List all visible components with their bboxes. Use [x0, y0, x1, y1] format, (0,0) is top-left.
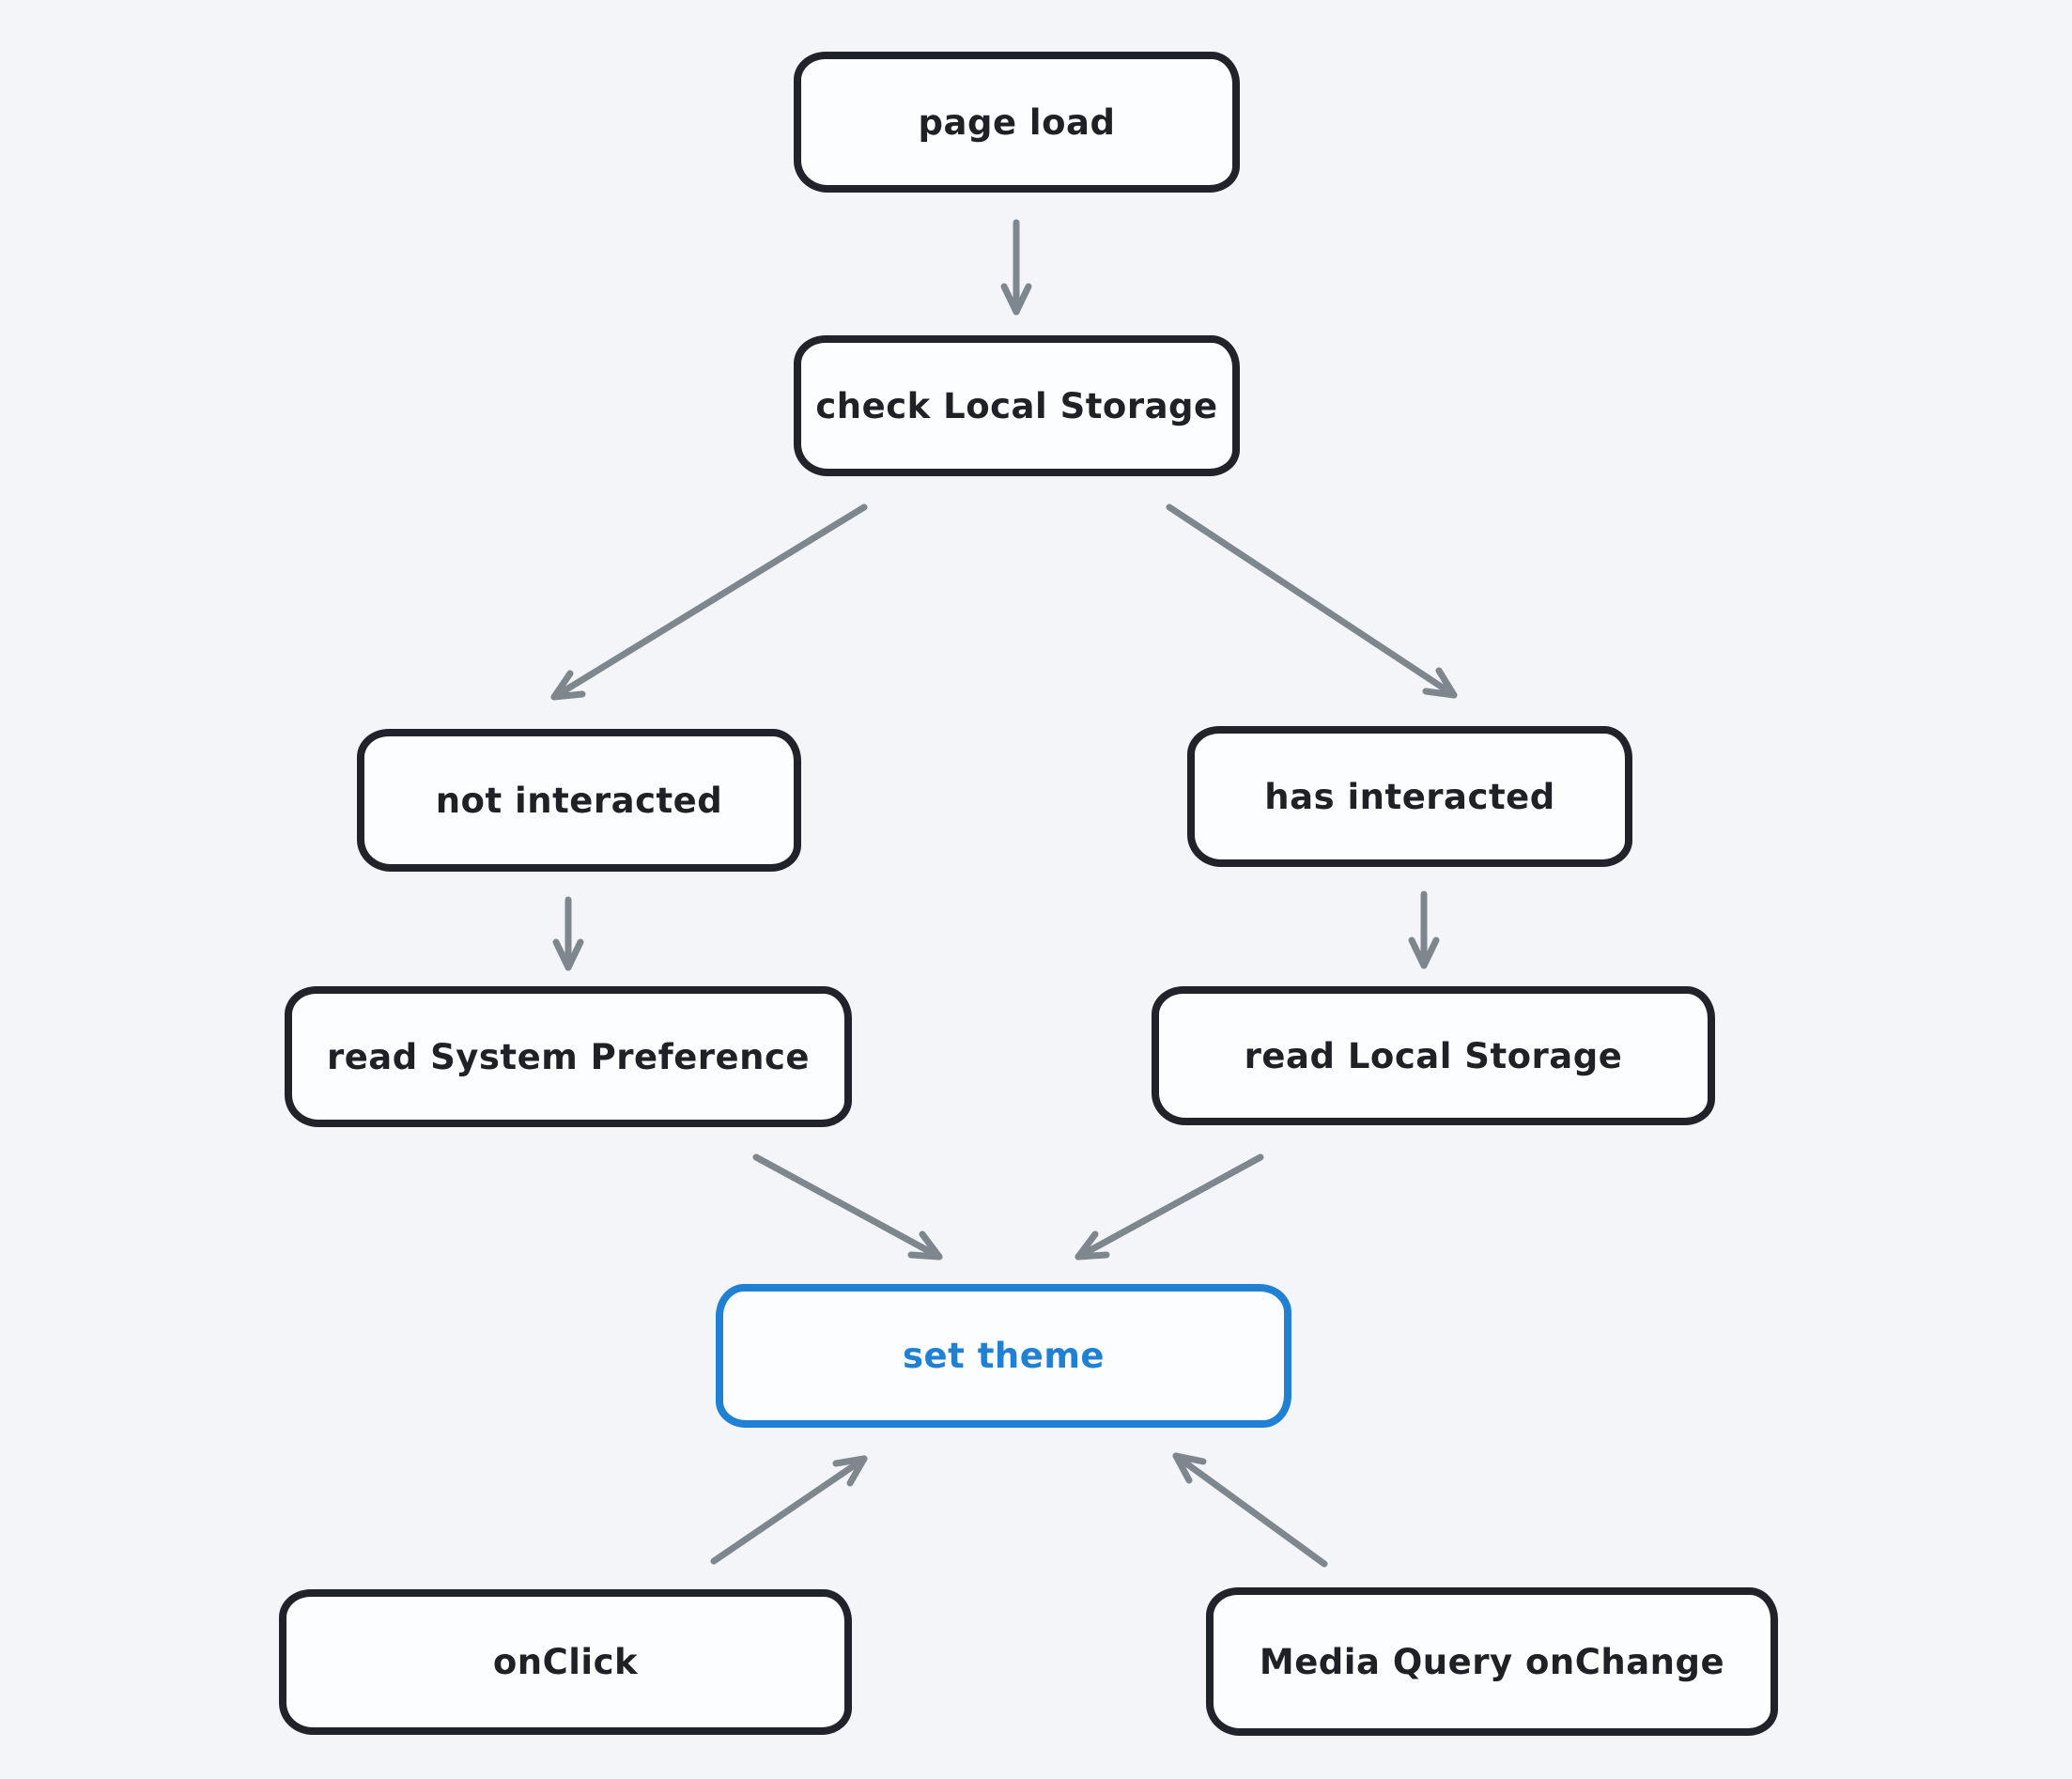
node-media-query-onchange: Media Query onChange: [1206, 1587, 1778, 1736]
node-page-load: page load: [794, 52, 1240, 193]
node-page-load-label: page load: [918, 101, 1116, 143]
node-media-query-onchange-label: Media Query onChange: [1259, 1641, 1725, 1682]
node-read-system-preference: read System Preference: [285, 986, 852, 1127]
node-check-local-storage-label: check Local Storage: [815, 385, 1218, 426]
node-set-theme-label: set theme: [903, 1336, 1105, 1376]
node-read-local-storage-label: read Local Storage: [1244, 1035, 1623, 1076]
arrow-read-system-preference-to-set-theme: [752, 1153, 943, 1261]
arrow-check-local-storage-to-has-interacted: [1166, 503, 1458, 699]
arrow-onclick-to-set-theme: [710, 1455, 868, 1565]
node-not-interacted: not interacted: [357, 729, 801, 872]
arrow-has-interacted-to-read-local-storage: [1408, 890, 1440, 969]
arrow-page-load-to-check-local-storage: [1000, 219, 1032, 316]
node-onclick: onClick: [279, 1589, 852, 1735]
node-has-interacted-label: has interacted: [1264, 776, 1555, 817]
node-set-theme: set theme: [716, 1284, 1291, 1428]
arrow-read-local-storage-to-set-theme: [1075, 1153, 1264, 1261]
arrow-not-interacted-to-read-system-preference: [552, 896, 584, 971]
node-read-system-preference-label: read System Preference: [326, 1036, 811, 1077]
node-not-interacted-label: not interacted: [435, 780, 723, 821]
node-check-local-storage: check Local Storage: [794, 335, 1240, 476]
node-onclick-label: onClick: [492, 1642, 639, 1682]
arrow-check-local-storage-to-not-interacted: [550, 503, 868, 701]
node-has-interacted: has interacted: [1187, 726, 1632, 867]
node-read-local-storage: read Local Storage: [1152, 986, 1715, 1125]
arrow-media-query-onchange-to-set-theme: [1172, 1452, 1328, 1568]
